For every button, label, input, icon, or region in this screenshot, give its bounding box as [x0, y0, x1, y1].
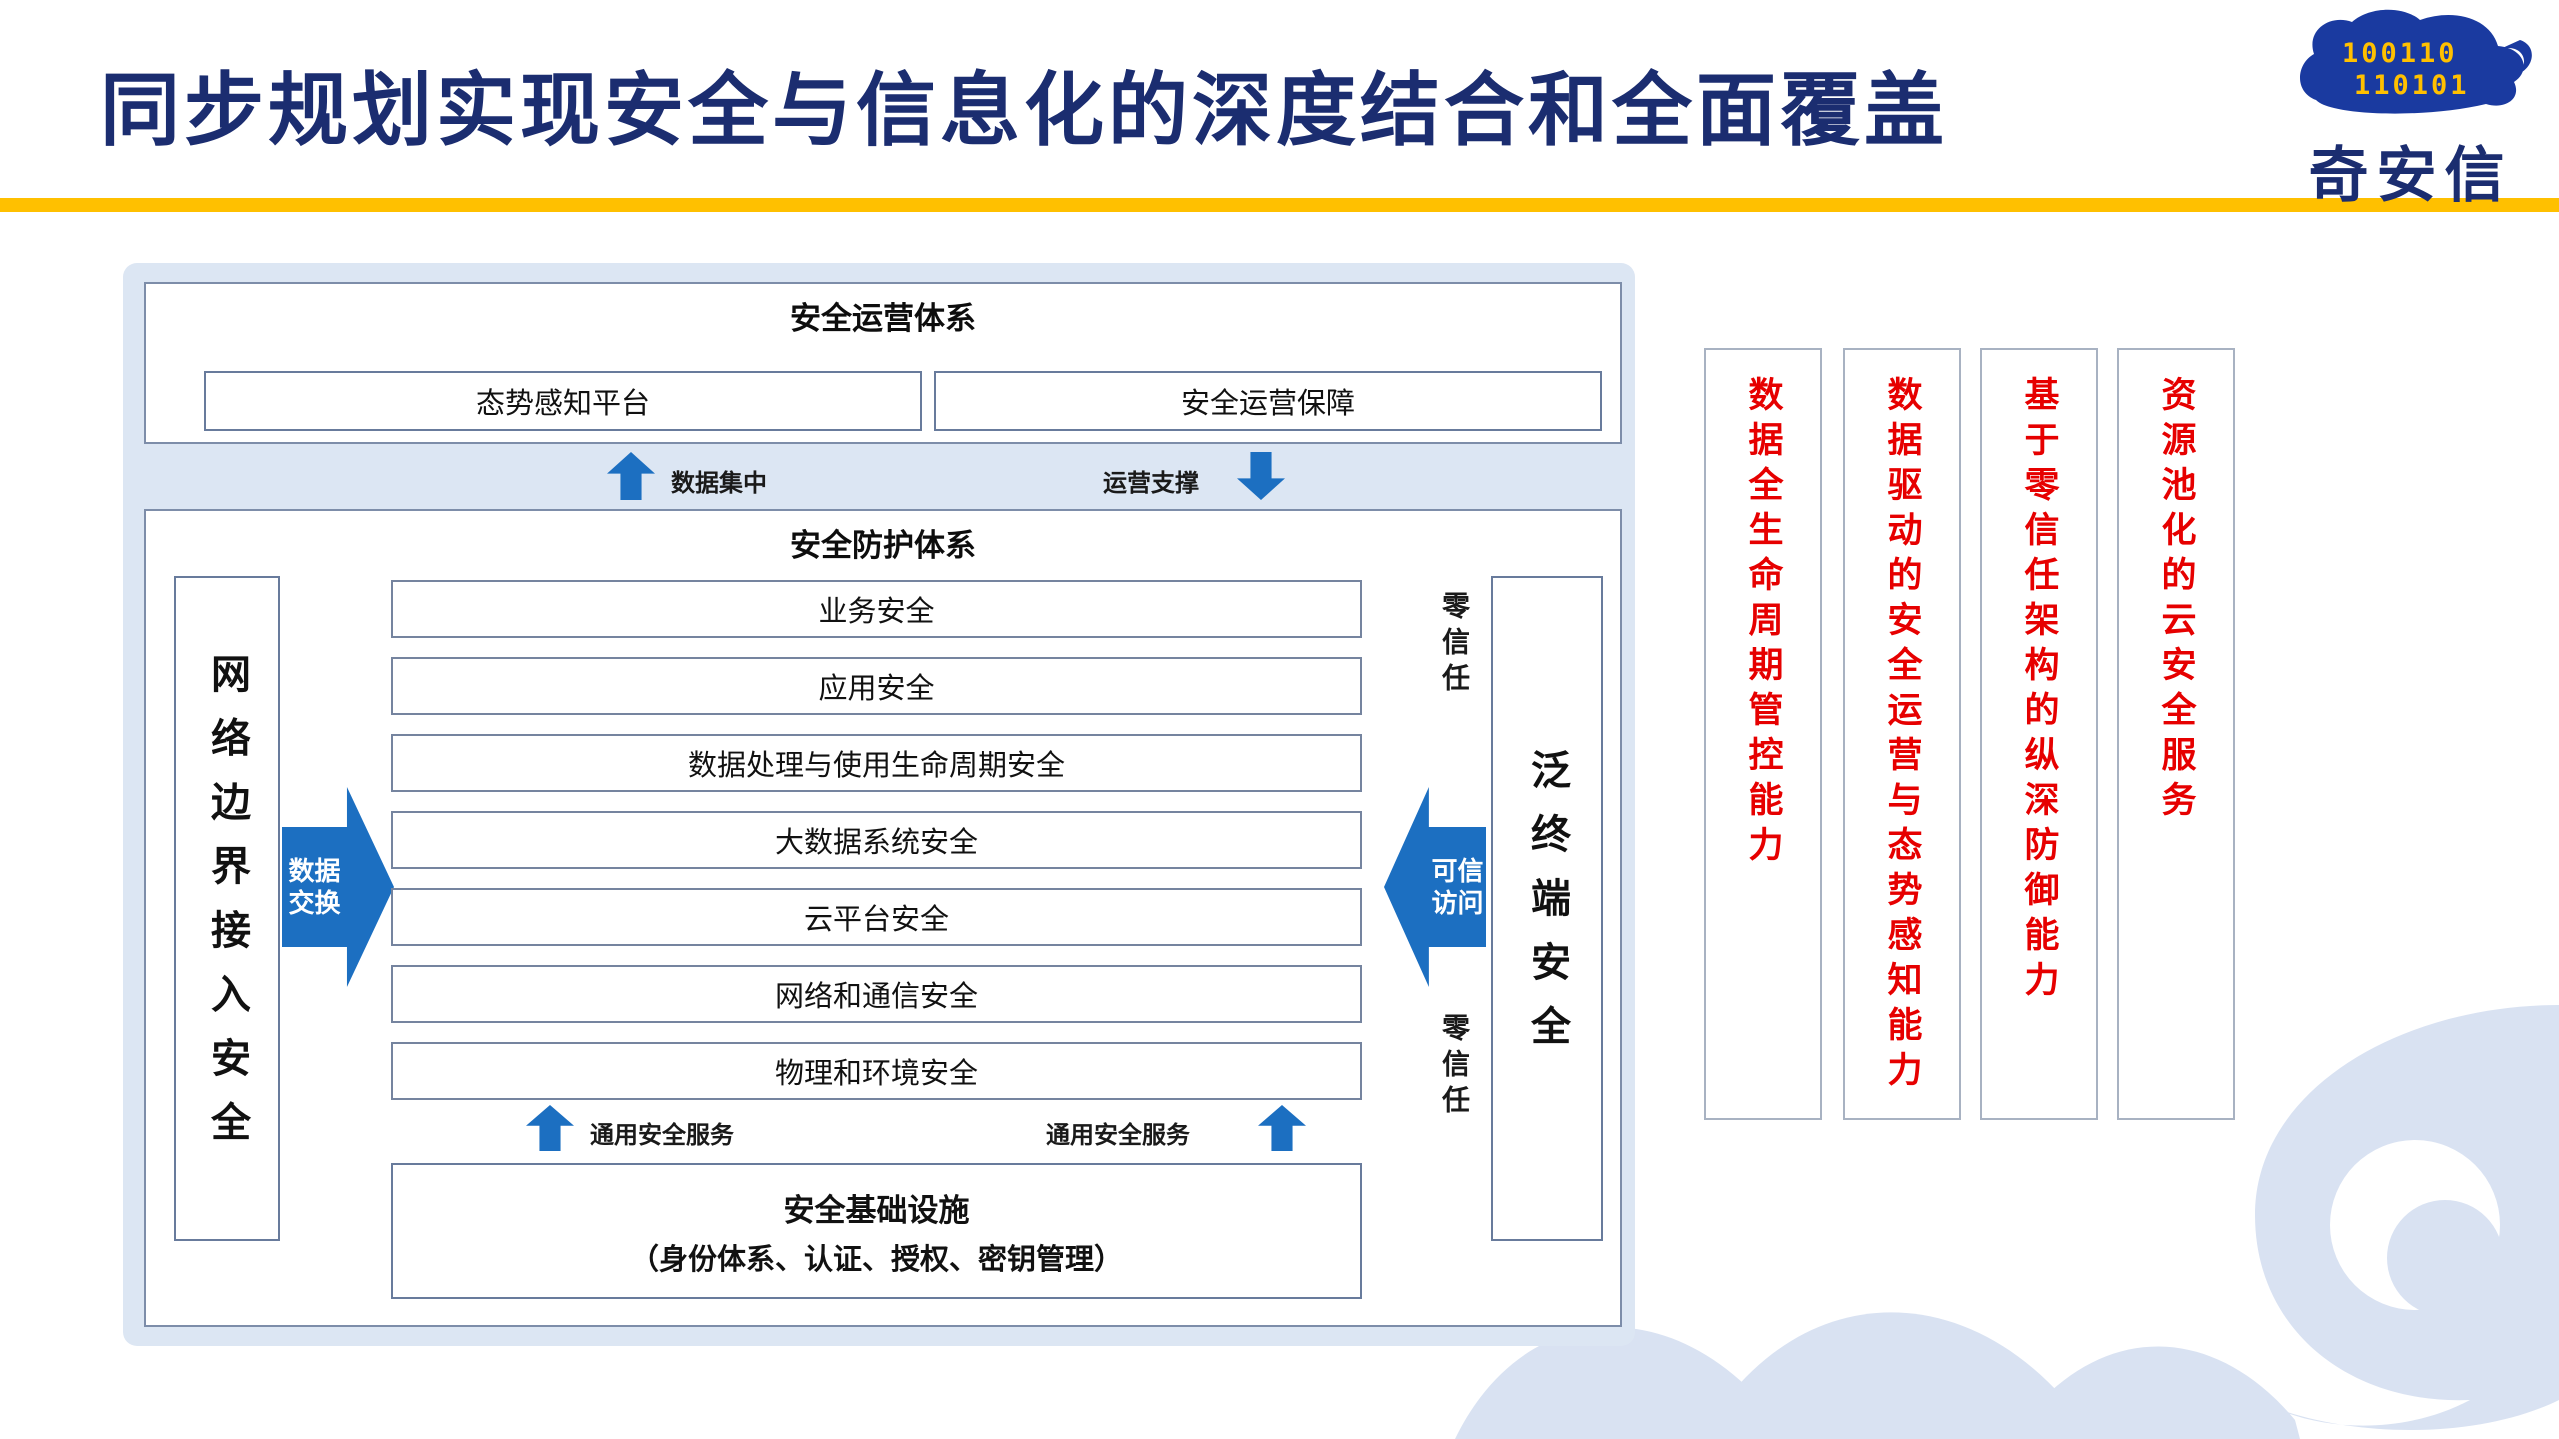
network-boundary-label: 网络边界接入安全: [205, 652, 249, 1165]
logo-binary-row2: 110101: [2354, 70, 2470, 101]
security-protection-section: 安全防护体系 网络边界接入安全 数据 交换 业务安全 应用安全 数据处理与使用生…: [144, 509, 1622, 1327]
general-service-arrow-left-icon: [526, 1105, 574, 1151]
infrastructure-detail: （身份体系、认证、授权、密钥管理）: [629, 1243, 1123, 1276]
layer-cloud-platform-security: 云平台安全: [391, 888, 1362, 946]
pan-terminal-label: 泛终端安全: [1525, 748, 1569, 1069]
data-centralization-label: 数据集中: [671, 470, 767, 497]
accent-bar: [0, 198, 2559, 212]
brand-name: 奇安信: [2308, 142, 2513, 209]
layer-data-lifecycle-security: 数据处理与使用生命周期安全: [391, 734, 1362, 792]
data-exchange-label: 数据 交换: [288, 855, 341, 919]
protection-title: 安全防护体系: [790, 528, 976, 563]
data-centralization-arrow-icon: [607, 452, 655, 500]
trusted-access-label: 可信 访问: [1431, 855, 1484, 919]
tiger-logo-icon: 100110 110101: [2299, 9, 2532, 114]
layer-physical-environment-security: 物理和环境安全: [391, 1042, 1362, 1100]
operations-support-label: 运营支撑: [1103, 470, 1199, 497]
infrastructure-title: 安全基础设施: [783, 1192, 970, 1228]
capability-cloud-security-service: 资源池化的云安全服务: [2117, 348, 2235, 1120]
security-operations-section: 安全运营体系 态势感知平台 安全运营保障: [144, 282, 1622, 444]
protection-layers: 业务安全 应用安全 数据处理与使用生命周期安全 大数据系统安全 云平台安全 网络…: [391, 580, 1362, 1100]
layer-application-security: 应用安全: [391, 657, 1362, 715]
page-title: 同步规划实现安全与信息化的深度结合和全面覆盖: [100, 66, 1948, 155]
general-service-label-right: 通用安全服务: [1046, 1122, 1190, 1149]
operations-support-arrow-icon: [1237, 452, 1285, 500]
situational-awareness-box: 态势感知平台: [204, 371, 922, 431]
architecture-panel: 安全运营体系 态势感知平台 安全运营保障 数据集中 运营支撑 安全防护体系 网络…: [123, 263, 1635, 1346]
operations-title: 安全运营体系: [790, 301, 976, 336]
capability-zero-trust-defense: 基于零信任架构的纵深防御能力: [1980, 348, 2098, 1120]
capability-data-driven-operations: 数据驱动的安全运营与态势感知能力: [1843, 348, 1961, 1120]
layer-business-security: 业务安全: [391, 580, 1362, 638]
capability-data-lifecycle: 数据全生命周期管控能力: [1704, 348, 1822, 1120]
general-service-arrow-right-icon: [1258, 1105, 1306, 1151]
zero-trust-top-label: 零信任: [1439, 591, 1470, 699]
operations-assurance-box: 安全运营保障: [934, 371, 1602, 431]
network-boundary-pillar: 网络边界接入安全: [174, 576, 280, 1241]
layer-network-communication-security: 网络和通信安全: [391, 965, 1362, 1023]
brand-logo: 100110 110101 奇安信: [2268, 4, 2553, 214]
pan-terminal-pillar: 泛终端安全: [1491, 576, 1603, 1241]
security-infrastructure-box: 安全基础设施 （身份体系、认证、授权、密钥管理）: [391, 1163, 1362, 1299]
general-service-label-left: 通用安全服务: [590, 1122, 734, 1149]
logo-binary-row1: 100110: [2342, 38, 2458, 69]
zero-trust-bottom-label: 零信任: [1439, 1013, 1470, 1121]
layer-bigdata-system-security: 大数据系统安全: [391, 811, 1362, 869]
